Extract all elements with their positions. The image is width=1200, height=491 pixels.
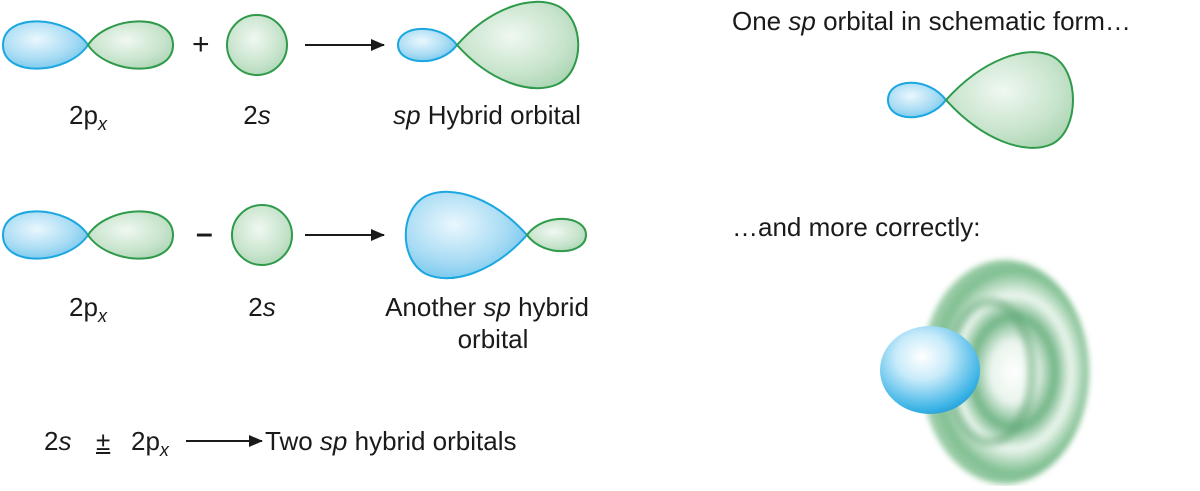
row2-result-label-line1: Another sp hybrid — [385, 292, 589, 322]
row2-sp-hybrid — [404, 190, 588, 280]
row1-sp-small-blue-lobe — [396, 27, 459, 63]
row2-2s-label: 2s — [248, 292, 276, 322]
summary-plus-minus: ± — [96, 426, 111, 456]
row2-px-blue-lobe — [1, 210, 90, 260]
summary-2s: 2s — [44, 426, 72, 456]
row2-minus-operator: – — [196, 217, 213, 250]
row2-px-label: 2px — [69, 292, 107, 326]
rendered-blue-lobe — [880, 326, 980, 414]
row2-sp-large-blue-lobe — [404, 190, 529, 280]
schematic-caption: One sp orbital in schematic form… — [732, 6, 1131, 36]
row1-px-blue-lobe — [1, 20, 90, 70]
correct-caption: …and more correctly: — [732, 212, 981, 242]
rendered-sp-orbital — [880, 260, 1089, 484]
schematic-sp-orbital — [886, 51, 1074, 149]
row1-sp-hybrid — [396, 0, 580, 90]
schematic-small-blue-lobe — [886, 81, 948, 119]
row2-result-label-line2: orbital — [457, 324, 529, 354]
schematic-large-green-lobe — [944, 51, 1074, 149]
row2-px-green-lobe — [86, 210, 175, 260]
summary-result: Two sp hybrid orbitals — [265, 426, 517, 456]
summary-2px: 2px — [131, 426, 169, 460]
row1-plus-operator: + — [192, 28, 210, 61]
row1-px-green-lobe — [86, 20, 175, 70]
row1-result-label: sp Hybrid orbital — [393, 100, 581, 130]
row1-px-label: 2px — [69, 100, 107, 134]
row1-px-orbital — [1, 20, 175, 70]
row1-sp-large-green-lobe — [455, 0, 580, 90]
row2-px-orbital — [1, 210, 175, 260]
row2-sp-small-green-lobe — [525, 217, 588, 253]
row1-2s-orbital — [226, 14, 288, 76]
row2-2s-orbital — [231, 204, 293, 266]
row1-2s-label: 2s — [243, 100, 271, 130]
